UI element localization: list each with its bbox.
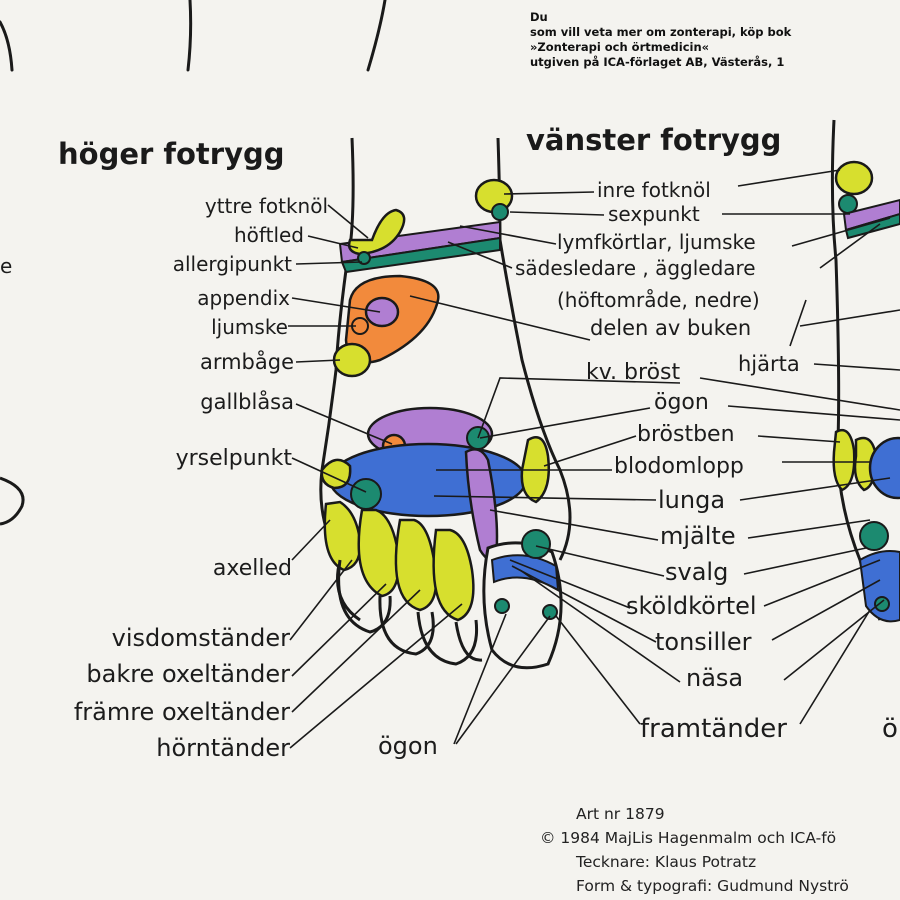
leader-lines xyxy=(288,169,900,749)
throat-dot xyxy=(521,529,551,559)
book-note-line: »Zonterapi och örtmedicin« xyxy=(530,40,710,54)
allergy-point-dot xyxy=(357,251,371,265)
label-framtander: framtänder xyxy=(640,714,787,744)
book-note: Du som vill veta mer om zonterapi, köp b… xyxy=(530,10,791,70)
label-visdomstander: visdomständer xyxy=(111,624,290,652)
book-note-line: Du xyxy=(530,10,548,24)
label-allergipunkt: allergipunkt xyxy=(172,252,292,276)
heading-left-foot: vänster fotrygg xyxy=(526,123,782,157)
appendix-spot xyxy=(364,296,400,328)
label-right-edge-partial: ö xyxy=(882,714,898,744)
credits-art-number: Art nr 1879 xyxy=(576,805,665,823)
label-lymfkortlar: lymfkörtlar, ljumske xyxy=(557,230,756,254)
label-inre-fotknol: inre fotknöl xyxy=(597,178,711,202)
sex-point-dot xyxy=(491,203,509,221)
credits-copyright: © 1984 MajLis Hagenmalm och ICA-fö xyxy=(540,829,837,847)
label-lunga: lunga xyxy=(658,486,726,514)
label-framre-oxeltander: främre oxeltänder xyxy=(73,698,290,726)
label-appendix: appendix xyxy=(197,286,290,310)
outer-ankle-shape xyxy=(347,208,406,256)
label-bakre-oxeltander: bakre oxeltänder xyxy=(86,660,290,688)
tonsil-dot-right xyxy=(542,604,558,620)
label-axelled: axelled xyxy=(212,556,292,581)
label-yttre-fotknol: yttre fotknöl xyxy=(204,194,328,218)
label-hjarta: hjärta xyxy=(738,352,800,376)
label-horntander: hörntänder xyxy=(156,734,290,762)
left-edge-label: e xyxy=(0,254,13,278)
label-ogon-bottom: ögon xyxy=(378,732,438,760)
toes xyxy=(323,500,563,670)
left-edge-outline xyxy=(0,476,25,526)
label-hoftomrade: (höftområde, nedre) xyxy=(557,288,760,312)
left-foot-partial xyxy=(830,119,900,623)
tonsil-dot-left xyxy=(494,598,510,614)
right-foot xyxy=(319,137,572,670)
credits-tecknare: Tecknare: Klaus Potratz xyxy=(576,853,757,871)
label-armbage: armbåge xyxy=(199,350,294,374)
label-tonsiller: tonsiller xyxy=(655,628,752,656)
heading-right-foot: höger fotrygg xyxy=(58,137,285,171)
credits-form: Form & typografi: Gudmund Nyströ xyxy=(576,877,849,895)
label-skoldkortel: sköldkörtel xyxy=(626,592,757,620)
book-note-line: utgiven på ICA-förlaget AB, Västerås, 1 xyxy=(530,55,785,69)
label-yrselpunkt: yrselpunkt xyxy=(175,446,292,471)
credits-block: Art nr 1879 © 1984 MajLis Hagenmalm och … xyxy=(540,802,849,898)
shoulder-point-dot xyxy=(350,478,382,510)
label-gallblasa: gallblåsa xyxy=(200,390,294,414)
label-kv-brost: kv. bröst xyxy=(586,360,681,385)
label-sadesledare: sädesledare , äggledare xyxy=(515,256,756,280)
label-ogon: ögon xyxy=(654,390,709,415)
label-brostben: bröstben xyxy=(637,422,735,447)
label-ljumske: ljumske xyxy=(211,315,288,339)
label-sexpunkt: sexpunkt xyxy=(608,202,700,226)
upper-leg-outlines xyxy=(0,0,387,72)
label-hoftled: höftled xyxy=(234,223,304,247)
book-note-line: som vill veta mer om zonterapi, köp bok xyxy=(530,25,792,39)
label-delen-av-buken: delen av buken xyxy=(590,316,752,340)
label-mjalte: mjälte xyxy=(660,522,736,550)
label-svalg: svalg xyxy=(665,558,729,586)
label-nasa: näsa xyxy=(686,664,744,692)
label-blodomlopp: blodomlopp xyxy=(614,454,744,479)
